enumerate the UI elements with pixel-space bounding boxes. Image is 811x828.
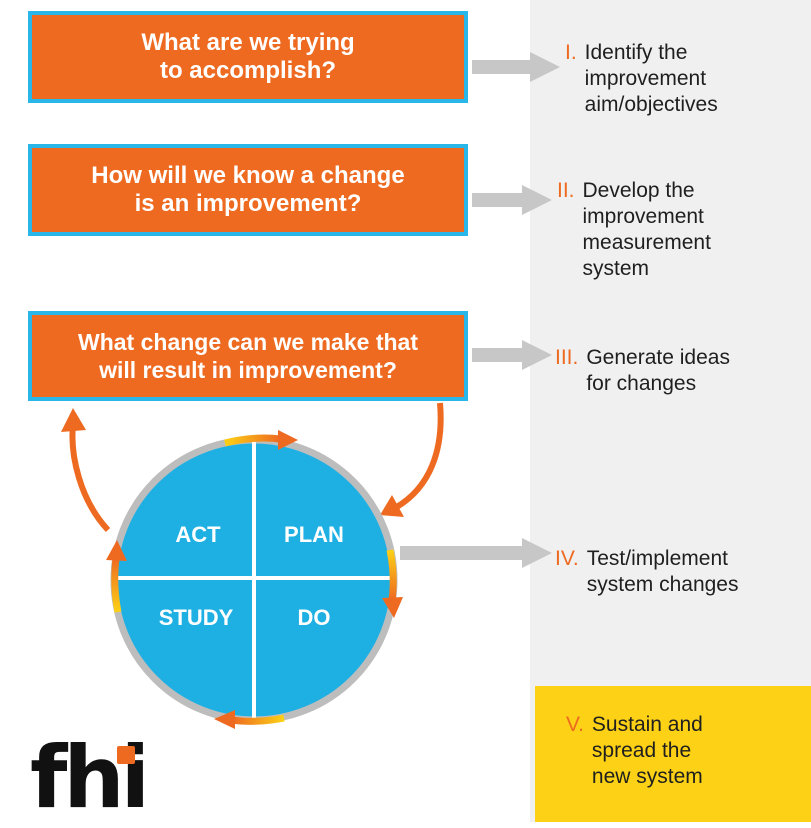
step-4-text: Test/implement system changes <box>586 547 739 596</box>
step-5-number: V. <box>566 713 584 736</box>
sustain-box <box>535 686 811 822</box>
step-1-number: I. <box>565 41 577 64</box>
step-3: III. Generate ideas for changes <box>555 345 730 397</box>
arrow-q1 <box>472 52 560 82</box>
loop-arrow-down <box>380 402 444 517</box>
step-4-number: IV. <box>555 547 579 570</box>
step-1-text: Identify the improvement aim/objectives <box>584 41 718 116</box>
cycle-label-do: DO <box>297 605 331 630</box>
cycle-arrow-top <box>224 430 298 450</box>
step-3-number: III. <box>555 346 579 369</box>
arrow-q2 <box>472 185 552 215</box>
cycle-label-act: ACT <box>175 522 221 547</box>
pdsa-cycle <box>110 436 398 724</box>
step-1: I. Identify the improvement aim/objectiv… <box>565 40 718 118</box>
question-know-improvement: How will we know a change is an improvem… <box>28 144 468 236</box>
step-2-text: Develop the improvement measurement syst… <box>582 179 711 280</box>
cycle-label-study: STUDY <box>158 605 234 630</box>
loop-arrow-up <box>61 408 111 533</box>
step-4: IV. Test/implement system changes <box>555 546 739 598</box>
arrow-cycle <box>400 538 552 568</box>
steps-panel <box>530 0 811 822</box>
step-2-number: II. <box>557 179 575 202</box>
arrow-q3 <box>472 340 552 370</box>
question-accomplish: What are we trying to accomplish? <box>28 11 468 103</box>
step-5: V. Sustain and spread the new system <box>566 712 703 790</box>
cycle-arrow-right <box>382 549 403 618</box>
step-5-text: Sustain and spread the new system <box>591 713 703 788</box>
step-3-text: Generate ideas for changes <box>586 346 730 395</box>
cycle-arrow-bottom <box>214 710 285 729</box>
cycle-label-plan: PLAN <box>284 522 344 547</box>
cycle-arrow-left <box>106 540 127 613</box>
step-2: II. Develop the improvement measurement … <box>557 178 711 282</box>
fhi-logo-accent <box>117 746 135 764</box>
question-what-change: What change can we make that will result… <box>28 311 468 401</box>
